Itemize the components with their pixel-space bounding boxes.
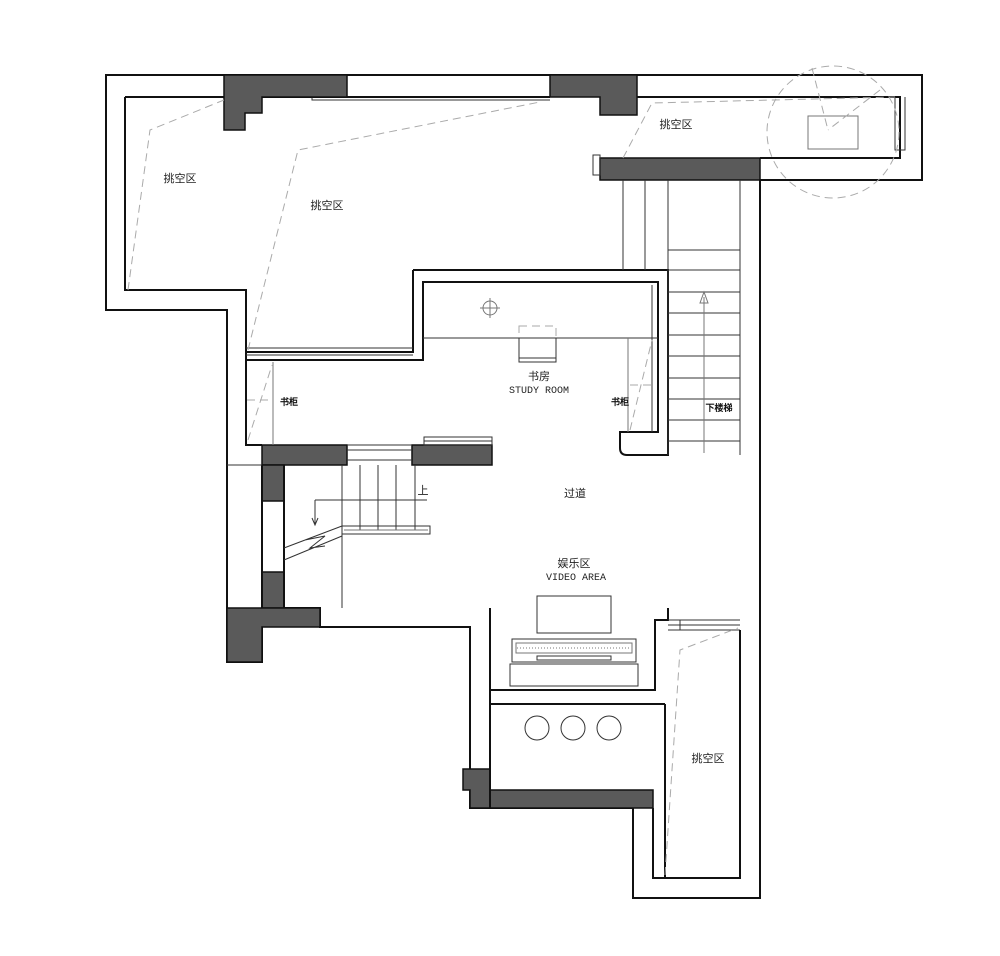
inner-wall-top-thin	[311, 97, 906, 151]
door-jamb	[592, 154, 601, 176]
corridor-label: 过道	[564, 486, 586, 500]
tv	[536, 595, 612, 634]
study-room-label: 书房	[528, 370, 550, 383]
stairs-down-label: 下楼梯	[705, 402, 732, 414]
bookcase-left	[247, 362, 274, 445]
columns	[223, 74, 761, 809]
void-label: 挑空区	[692, 751, 725, 765]
bookcase-label: 书柜	[611, 396, 629, 408]
video-area-label: 娱乐区	[558, 556, 591, 570]
void-label: 挑空区	[660, 117, 693, 131]
stairs-up-label: 上	[418, 484, 429, 497]
bar-stools	[524, 715, 622, 741]
void-label: 挑空区	[311, 198, 344, 212]
stairs-down	[622, 180, 741, 455]
void-label: 挑空区	[164, 171, 197, 185]
piano	[509, 638, 639, 687]
bookcase-right	[627, 338, 653, 432]
door-opening	[347, 444, 412, 461]
left-lower-wall	[261, 465, 285, 608]
window-sill	[423, 436, 493, 446]
outer-wall	[105, 74, 923, 899]
desk	[518, 325, 557, 363]
video-area-label-en: VIDEO AREA	[546, 573, 606, 584]
study-room-label-en: STUDY ROOM	[509, 386, 569, 397]
ceiling-light-icon	[480, 298, 500, 318]
bookcase-label: 书柜	[280, 396, 298, 408]
stairs-up	[283, 465, 431, 608]
inner-wall	[124, 96, 901, 445]
